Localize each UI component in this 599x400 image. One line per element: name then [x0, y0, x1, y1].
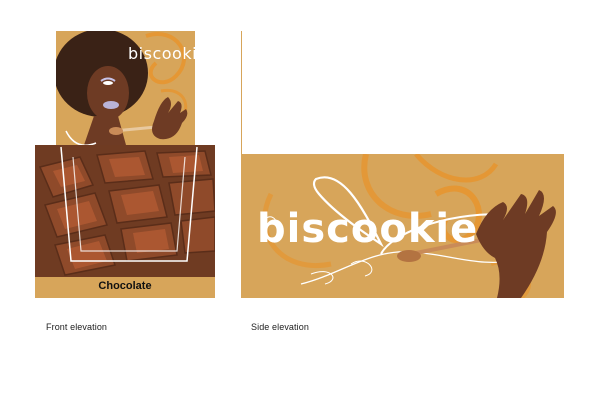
- side-panel-artwork: [241, 154, 564, 298]
- front-box-panel: Chocolate: [35, 145, 215, 298]
- side-guide-line: [241, 31, 242, 154]
- front-header-artwork: [56, 31, 195, 145]
- side-panel: biscookie: [241, 154, 564, 298]
- front-header-panel: biscookie: [56, 31, 195, 145]
- front-elevation-caption: Front elevation: [46, 322, 108, 332]
- flavor-label: Chocolate: [98, 280, 152, 292]
- brand-logo-small: biscookie: [128, 44, 195, 63]
- brand-logo-large: biscookie: [257, 206, 479, 252]
- side-elevation-caption: Side elevation: [251, 322, 309, 332]
- chocolate-bar-artwork: [35, 145, 215, 298]
